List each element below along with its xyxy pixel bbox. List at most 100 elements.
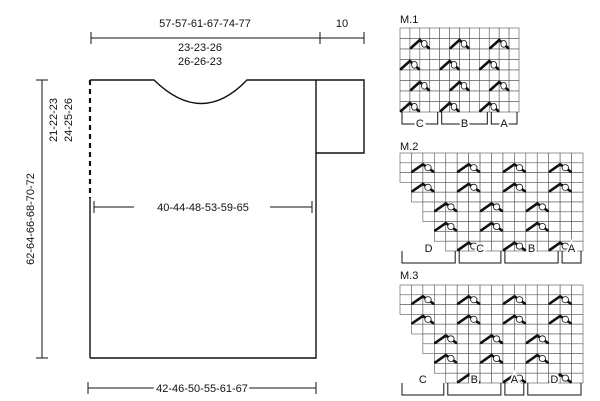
grid-cell — [571, 201, 584, 213]
bead-symbol — [447, 203, 455, 211]
grid-cell — [536, 363, 549, 374]
grid-cell — [445, 191, 458, 203]
grid-cell — [491, 231, 504, 242]
grid-cell — [488, 48, 500, 60]
bead-symbol — [515, 242, 524, 250]
grid-cell — [479, 363, 492, 374]
grid-cell — [469, 38, 480, 50]
grid-cell — [449, 27, 460, 39]
grid-cell — [419, 101, 431, 113]
grid-cell — [439, 48, 450, 60]
section-bracket — [504, 251, 559, 264]
bead-symbol — [447, 335, 455, 343]
bead-symbol — [538, 354, 547, 362]
grid-cell — [399, 284, 412, 296]
chest-width-label: 40-44-48-53-59-65 — [157, 202, 249, 214]
grid-cell — [514, 172, 527, 183]
grid-cell — [548, 343, 561, 354]
bead-symbol — [561, 374, 569, 382]
grid-cell — [459, 27, 470, 39]
grid-cell — [422, 304, 435, 315]
grid-cell — [498, 27, 510, 39]
grid-cell — [508, 90, 520, 102]
grid-cell — [445, 304, 458, 315]
grid-cell — [536, 284, 549, 296]
grid-cell — [419, 48, 431, 60]
grid-cell — [498, 48, 510, 60]
top-width-dimension — [90, 32, 365, 44]
grid-cell — [514, 333, 527, 345]
grid-cell — [536, 372, 549, 384]
grid-cell — [491, 343, 504, 354]
bead-symbol — [538, 335, 547, 343]
grid-cell — [571, 343, 584, 354]
grid-cell — [536, 191, 549, 203]
grid-cell — [502, 231, 515, 242]
grid-cell — [571, 240, 584, 252]
grid-cell — [571, 191, 584, 203]
grid-cell — [459, 69, 470, 81]
grid-cell — [571, 172, 584, 183]
grid-cell — [399, 38, 411, 50]
grid-cell — [399, 48, 411, 60]
grid-cell — [429, 38, 440, 50]
section-label: B — [461, 118, 468, 130]
grid-cell — [479, 294, 492, 305]
grid-cell — [571, 182, 584, 193]
grid-cell — [491, 372, 504, 384]
grid-cell — [434, 231, 447, 242]
grid-cell — [508, 27, 520, 39]
grid-cell — [434, 363, 447, 374]
grid-cell — [468, 221, 481, 232]
bead-symbol — [515, 374, 524, 382]
grid-cell — [548, 152, 561, 164]
grid-cell — [514, 363, 527, 374]
grid-cell — [459, 101, 470, 113]
grid-cell — [411, 323, 424, 335]
grid-cell — [456, 284, 469, 296]
grid-cell — [571, 304, 584, 315]
grid-cell — [419, 27, 431, 39]
grid-cell — [479, 90, 490, 102]
grid-cell — [456, 363, 469, 374]
grid-cell — [525, 211, 538, 222]
grid-cell — [469, 69, 480, 81]
grid-cell — [536, 343, 549, 354]
grid-cell — [571, 353, 584, 364]
bead-symbol — [500, 82, 507, 90]
grid-cell — [571, 372, 584, 384]
bead-symbol — [421, 39, 428, 48]
grid-cell — [571, 231, 584, 242]
grid-cell — [548, 304, 561, 315]
grid-cell — [502, 333, 515, 345]
grid-cell — [514, 231, 527, 242]
grid-cell — [525, 162, 538, 173]
grid-cell — [445, 372, 458, 384]
grid-cell — [468, 304, 481, 315]
grid-cell — [525, 152, 538, 164]
bead-symbol — [561, 315, 569, 323]
grid-cell — [525, 191, 538, 203]
grid-cell — [479, 372, 492, 384]
grid-cell — [422, 211, 435, 222]
grid-cell — [548, 333, 561, 345]
grid-cell — [508, 80, 520, 92]
bead-symbol — [411, 103, 418, 111]
grid-cell — [445, 240, 458, 252]
bottom-width-dimension — [87, 382, 317, 394]
grid-cell — [498, 59, 510, 71]
grid-cell — [468, 363, 481, 374]
grid-cell — [525, 294, 538, 305]
grid-cell — [434, 211, 447, 222]
grid-cell — [491, 162, 504, 173]
grid-cell — [536, 314, 549, 325]
grid-cell — [502, 353, 515, 364]
grid-cell — [445, 363, 458, 374]
grid-cell — [422, 333, 435, 345]
grid-cell — [498, 69, 510, 81]
grid-cell — [445, 162, 458, 173]
grid-cell — [399, 80, 411, 92]
